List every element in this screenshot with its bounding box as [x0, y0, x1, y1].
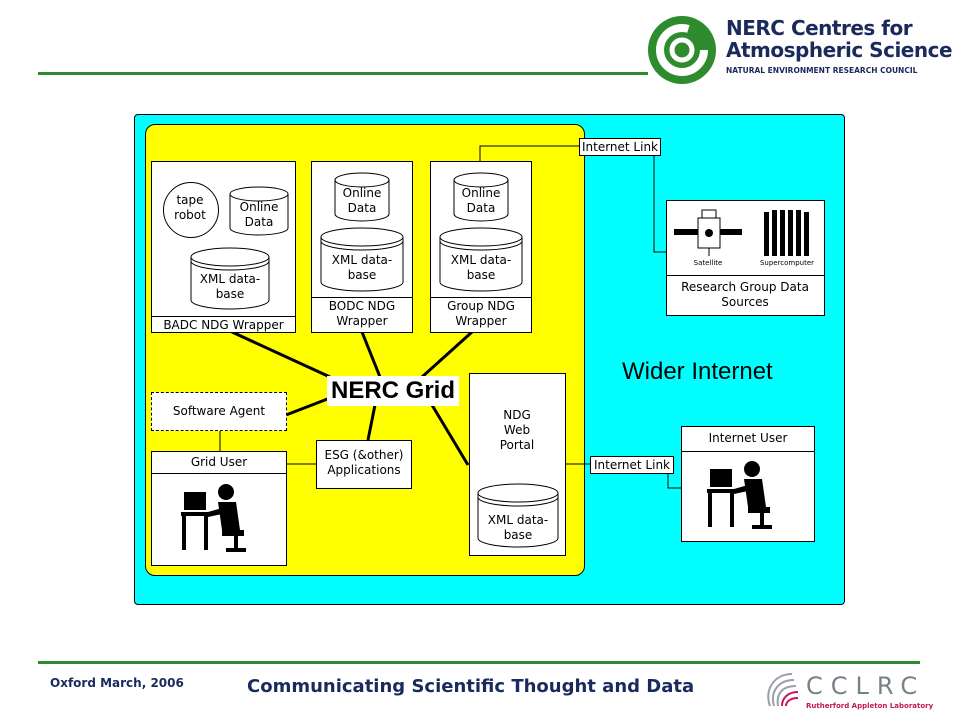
badc-xml-database-label: XML data- base — [199, 272, 261, 301]
badc-online-data-cylinder — [229, 186, 289, 236]
bodc-divider — [311, 297, 413, 298]
internet-user-label: Internet User — [708, 431, 788, 445]
badc-divider — [151, 316, 296, 317]
tape-robot-circle — [163, 182, 219, 238]
internet-user-person-icon — [707, 461, 772, 529]
supercomputer-icon — [764, 210, 809, 256]
grid-user-divider — [151, 473, 287, 474]
internet-link-top-label: Internet Link — [579, 138, 661, 156]
esg-applications-box: ESG (&other) Applications — [316, 440, 412, 489]
grid-user-label: Grid User — [190, 455, 248, 469]
logo-title-line1: NERC Centres for — [726, 16, 913, 40]
software-agent-box: Software Agent — [151, 392, 287, 431]
internet-user-divider — [681, 451, 815, 452]
logo-subtitle: NATURAL ENVIRONMENT RESEARCH COUNCIL — [726, 66, 918, 75]
internet-link-bottom-label: Internet Link — [590, 456, 674, 474]
bodc-xml-database-label: XML data- base — [331, 253, 393, 282]
group-online-data-label: Online Data — [461, 186, 501, 215]
footer-date: Oxford March, 2006 — [50, 676, 184, 690]
header-rule — [38, 72, 648, 75]
cclrc-logo-text: CCLRC — [806, 672, 926, 700]
cclrc-logo-subtitle: Rutherford Appleton Laboratory — [806, 702, 934, 710]
bodc-xml-database-cylinder — [320, 227, 404, 292]
research-group-label: Research Group Data Sources — [681, 280, 809, 309]
nerc-swirl-icon — [648, 16, 716, 84]
badc-xml-database-cylinder — [190, 247, 270, 310]
tape-robot-label: tape robot — [174, 193, 206, 222]
group-divider — [430, 297, 532, 298]
group-wrapper-label: Group NDG Wrapper — [447, 299, 515, 328]
footer-title: Communicating Scientific Thought and Dat… — [247, 676, 695, 697]
bodc-online-data-label: Online Data — [342, 186, 382, 215]
logo-title-line2: Atmospheric Science — [726, 38, 953, 62]
portal-xml-database-cylinder — [477, 483, 559, 548]
group-xml-database-label: XML data- base — [450, 253, 512, 282]
cclrc-swirl-icon — [767, 673, 799, 707]
grid-user-person-icon — [181, 484, 246, 552]
group-xml-database-cylinder — [439, 227, 523, 292]
satellite-icon — [674, 209, 742, 256]
portal-xml-database-label: XML data- base — [487, 513, 549, 542]
supercomputer-label: Supercomputer — [759, 259, 815, 267]
bodc-online-data-cylinder — [334, 172, 390, 222]
bodc-wrapper-label: BODC NDG Wrapper — [328, 299, 396, 328]
wider-internet-label: Wider Internet — [622, 358, 773, 385]
badc-wrapper-label: BADC NDG Wrapper — [163, 318, 284, 332]
footer-rule — [38, 661, 920, 664]
research-group-divider — [666, 275, 825, 276]
nerc-grid-label: NERC Grid — [327, 376, 459, 406]
group-online-data-cylinder — [453, 172, 509, 222]
nerc-logo: NERC Centres for Atmospheric Science NAT… — [646, 14, 953, 84]
satellite-label: Satellite — [693, 259, 723, 267]
badc-online-data-label: Online Data — [239, 200, 279, 229]
ndg-web-portal-label: NDG Web Portal — [499, 408, 535, 452]
